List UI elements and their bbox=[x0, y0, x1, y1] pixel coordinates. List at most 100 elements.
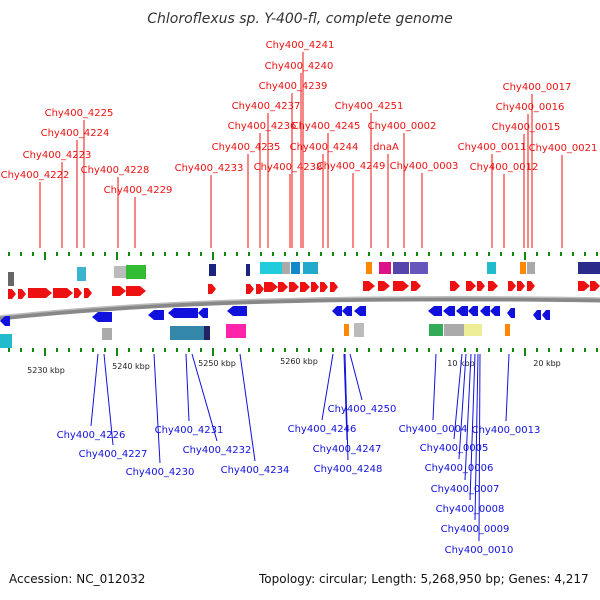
forward-gene-arrow bbox=[289, 282, 299, 292]
genome-backbone bbox=[0, 296, 600, 321]
tick-mark-bottom bbox=[188, 348, 190, 352]
tick-mark-bottom bbox=[32, 348, 34, 352]
feature-block bbox=[204, 326, 210, 340]
reverse-gene-label: Chy400_4246 bbox=[288, 424, 357, 435]
forward-gene-label: Chy400_4239 bbox=[259, 81, 328, 92]
tick-mark-bottom bbox=[224, 348, 226, 352]
reverse-gene-arrow bbox=[507, 308, 515, 318]
forward-gene-arrow bbox=[264, 282, 278, 292]
tick-mark-bottom bbox=[356, 348, 358, 352]
tick-mark-bottom bbox=[404, 348, 406, 352]
tick-mark-top bbox=[224, 252, 226, 256]
forward-gene-label: Chy400_4229 bbox=[104, 185, 173, 196]
tick-mark-top bbox=[92, 252, 94, 256]
tick-mark-top bbox=[572, 252, 574, 256]
tick-mark-bottom bbox=[80, 348, 82, 352]
tick-mark-top bbox=[260, 252, 262, 256]
forward-gene-label: Chy400_0011 bbox=[458, 142, 527, 153]
feature-block bbox=[410, 262, 428, 274]
reverse-label-leader bbox=[185, 353, 190, 422]
tick-mark-bottom bbox=[236, 348, 238, 352]
forward-gene-label: Chy400_4228 bbox=[81, 165, 150, 176]
tick-mark-top bbox=[188, 252, 190, 256]
reverse-gene-label: Chy400_0005 bbox=[420, 443, 489, 454]
reverse-gene-arrow bbox=[490, 306, 500, 316]
reverse-gene-label: Chy400_0008 bbox=[436, 504, 505, 515]
reverse-label-leader bbox=[239, 353, 256, 462]
feature-block bbox=[170, 326, 204, 340]
tick-mark-top bbox=[476, 252, 478, 256]
tick-label: 5250 kbp bbox=[198, 359, 236, 368]
forward-gene-arrow bbox=[363, 281, 375, 291]
forward-gene-arrow bbox=[300, 282, 310, 292]
tick-mark-bottom bbox=[416, 348, 418, 352]
tick-mark-bottom bbox=[44, 348, 46, 356]
forward-gene-arrow bbox=[126, 286, 146, 296]
reverse-gene-label: Chy400_4227 bbox=[79, 449, 148, 460]
reverse-gene-label: Chy400_0010 bbox=[445, 545, 514, 556]
tick-mark-top bbox=[8, 252, 10, 256]
tick-mark-bottom bbox=[308, 348, 310, 352]
feature-block bbox=[578, 262, 600, 274]
reverse-gene-label: Chy400_4248 bbox=[314, 464, 383, 475]
tick-mark-bottom bbox=[512, 348, 514, 352]
tick-mark-top bbox=[380, 252, 382, 256]
forward-gene-arrow bbox=[74, 288, 82, 298]
feature-block bbox=[464, 324, 482, 336]
tick-mark-top bbox=[500, 252, 502, 256]
forward-gene-label: Chy400_0012 bbox=[470, 162, 539, 173]
tick-mark-top bbox=[152, 252, 154, 256]
forward-gene-label: Chy400_4224 bbox=[41, 128, 110, 139]
forward-gene-label: Chy400_4236 bbox=[228, 121, 297, 132]
forward-gene-arrow bbox=[320, 282, 328, 292]
reverse-gene-label: Chy400_0009 bbox=[441, 524, 510, 535]
reverse-gene-arrow bbox=[148, 310, 164, 320]
reverse-gene-arrow bbox=[480, 306, 490, 316]
forward-gene-label: Chy400_4240 bbox=[265, 61, 334, 72]
feature-block bbox=[393, 262, 409, 274]
tick-mark-bottom bbox=[260, 348, 262, 352]
forward-gene-label: Chy400_4225 bbox=[45, 108, 114, 119]
tick-mark-bottom bbox=[212, 348, 214, 356]
forward-gene-arrow bbox=[8, 289, 16, 299]
reverse-label-leader bbox=[103, 353, 114, 446]
tick-mark-bottom bbox=[452, 348, 454, 352]
tick-mark-top bbox=[104, 252, 106, 256]
tick-mark-top bbox=[452, 252, 454, 256]
tick-mark-top bbox=[20, 252, 22, 256]
tick-mark-bottom bbox=[176, 348, 178, 352]
reverse-gene-arrow bbox=[198, 308, 208, 318]
tick-mark-top bbox=[212, 252, 214, 260]
forward-gene-arrow bbox=[246, 284, 254, 294]
tick-mark-top bbox=[44, 252, 46, 260]
reverse-label-leader bbox=[90, 353, 99, 427]
reverse-gene-label: Chy400_0007 bbox=[431, 484, 500, 495]
tick-mark-bottom bbox=[128, 348, 130, 352]
tick-mark-bottom bbox=[296, 348, 298, 352]
reverse-gene-arrow bbox=[92, 312, 112, 322]
feature-block bbox=[379, 262, 391, 274]
feature-block bbox=[77, 267, 86, 281]
forward-gene-arrow bbox=[466, 281, 476, 291]
tick-mark-top bbox=[128, 252, 130, 256]
tick-mark-top bbox=[68, 252, 70, 256]
tick-mark-top bbox=[416, 252, 418, 256]
tick-mark-top bbox=[164, 252, 166, 256]
reverse-gene-arrow bbox=[533, 310, 541, 320]
tick-mark-top bbox=[296, 252, 298, 256]
reverse-gene-label: Chy400_4230 bbox=[126, 467, 195, 478]
feature-block bbox=[344, 324, 349, 336]
feature-block bbox=[429, 324, 443, 336]
tick-mark-top bbox=[356, 252, 358, 256]
tick-mark-top bbox=[308, 252, 310, 256]
reverse-label-leader bbox=[344, 353, 349, 461]
reverse-gene-arrow bbox=[542, 310, 550, 320]
tick-mark-bottom bbox=[164, 348, 166, 352]
tick-mark-top bbox=[284, 252, 286, 256]
feature-block bbox=[303, 262, 318, 274]
reverse-gene-label: Chy400_0013 bbox=[472, 425, 541, 436]
forward-gene-label: Chy400_4237 bbox=[232, 101, 301, 112]
tick-mark-top bbox=[248, 252, 250, 256]
tick-label: 5240 kbp bbox=[112, 362, 150, 371]
